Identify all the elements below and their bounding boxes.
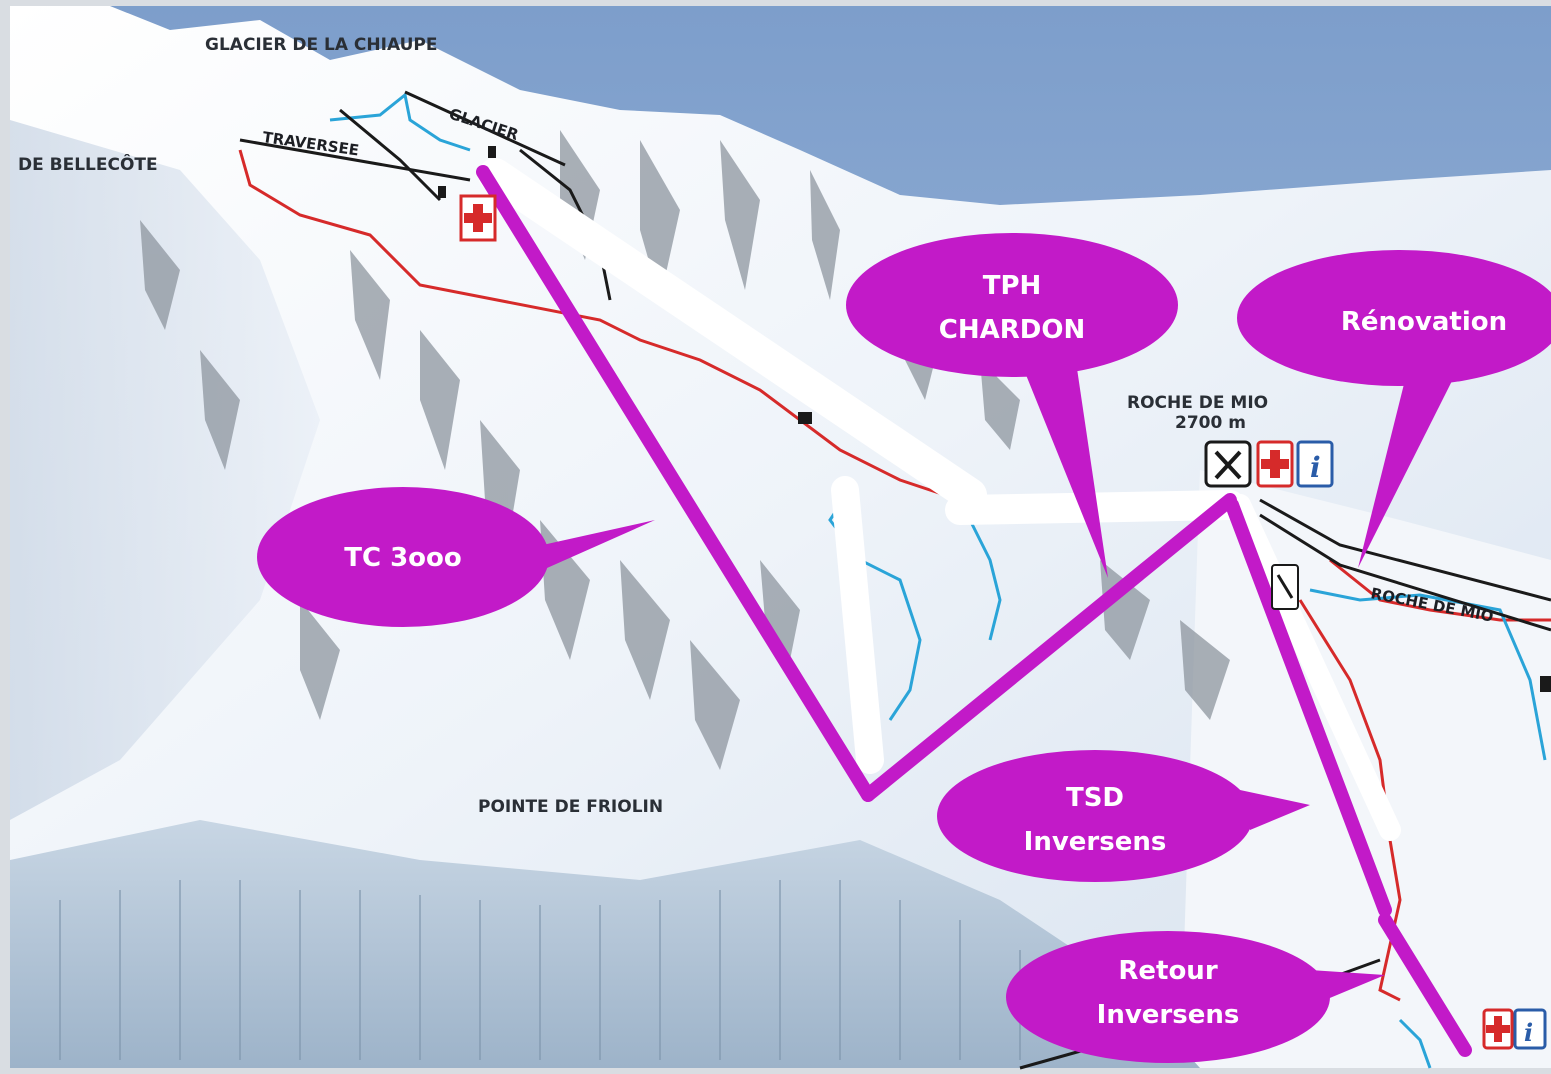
- piste-blue[interactable]: [968, 519, 1002, 641]
- lift-tc3000-line: [476, 165, 875, 802]
- callout-renovation-label: Rénovation: [1341, 307, 1507, 337]
- callout-renovation[interactable]: Rénovation: [1237, 250, 1551, 568]
- callout-retour-inversens[interactable]: Retour Inversens: [1006, 931, 1385, 1063]
- callout-retour-label: Retour: [1118, 956, 1217, 986]
- callout-tph-chardon[interactable]: TPH CHARDON: [846, 233, 1178, 578]
- restaurant-icon[interactable]: [1204, 440, 1252, 488]
- piste-blue[interactable]: [329, 92, 471, 152]
- callout-tsd-inversens[interactable]: TSD Inversens: [937, 750, 1310, 882]
- svg-text:i: i: [1524, 1018, 1533, 1047]
- mountain-shadow: [10, 120, 320, 820]
- place-bellecote: DE BELLECÔTE: [18, 153, 158, 175]
- first-aid-icon[interactable]: [459, 194, 497, 242]
- forest: [10, 820, 1200, 1068]
- callout-tc3000-label: TC 3ooo: [344, 543, 462, 573]
- piste-blue[interactable]: [1398, 1018, 1432, 1069]
- callout-tc3000[interactable]: TC 3ooo: [257, 487, 655, 627]
- callout-tph-label: TPH: [983, 271, 1042, 301]
- restaurant-icon[interactable]: [1271, 564, 1299, 610]
- callout-tsd-inversens-label: Inversens: [1024, 827, 1167, 857]
- place-glacier-chiaupe: GLACIER DE LA CHIAUPE: [205, 35, 437, 55]
- place-roche-de-mio: ROCHE DE MIO: [1127, 393, 1268, 413]
- forest-texture: [59, 880, 1021, 1060]
- piste-red[interactable]: [238, 149, 961, 502]
- first-aid-icon[interactable]: [1256, 440, 1294, 488]
- lift-tph-chardon-line: [861, 493, 1237, 802]
- lift-tsd-inversens-line: [1225, 498, 1392, 917]
- lift-retour-inversens-line: [1378, 913, 1472, 1057]
- rock-streaks: [140, 130, 1230, 770]
- info-icon[interactable]: i: [1296, 440, 1334, 488]
- lift-station-icon: [438, 146, 1551, 692]
- first-aid-icon[interactable]: [1482, 1008, 1514, 1050]
- callout-tsd-label: TSD: [1066, 783, 1124, 813]
- callout-retour-inversens-label: Inversens: [1097, 1000, 1240, 1030]
- existing-lift-overlay: [478, 158, 1401, 841]
- svg-text:i: i: [1310, 451, 1321, 484]
- piste-blue[interactable]: [828, 489, 922, 721]
- callout-chardon-label: CHARDON: [939, 315, 1085, 345]
- info-icon[interactable]: i: [1513, 1008, 1547, 1050]
- place-pointe-friolin: POINTE DE FRIOLIN: [478, 797, 663, 817]
- planned-lifts: [476, 165, 1472, 1057]
- place-roche-de-mio-altitude: 2700 m: [1175, 413, 1246, 433]
